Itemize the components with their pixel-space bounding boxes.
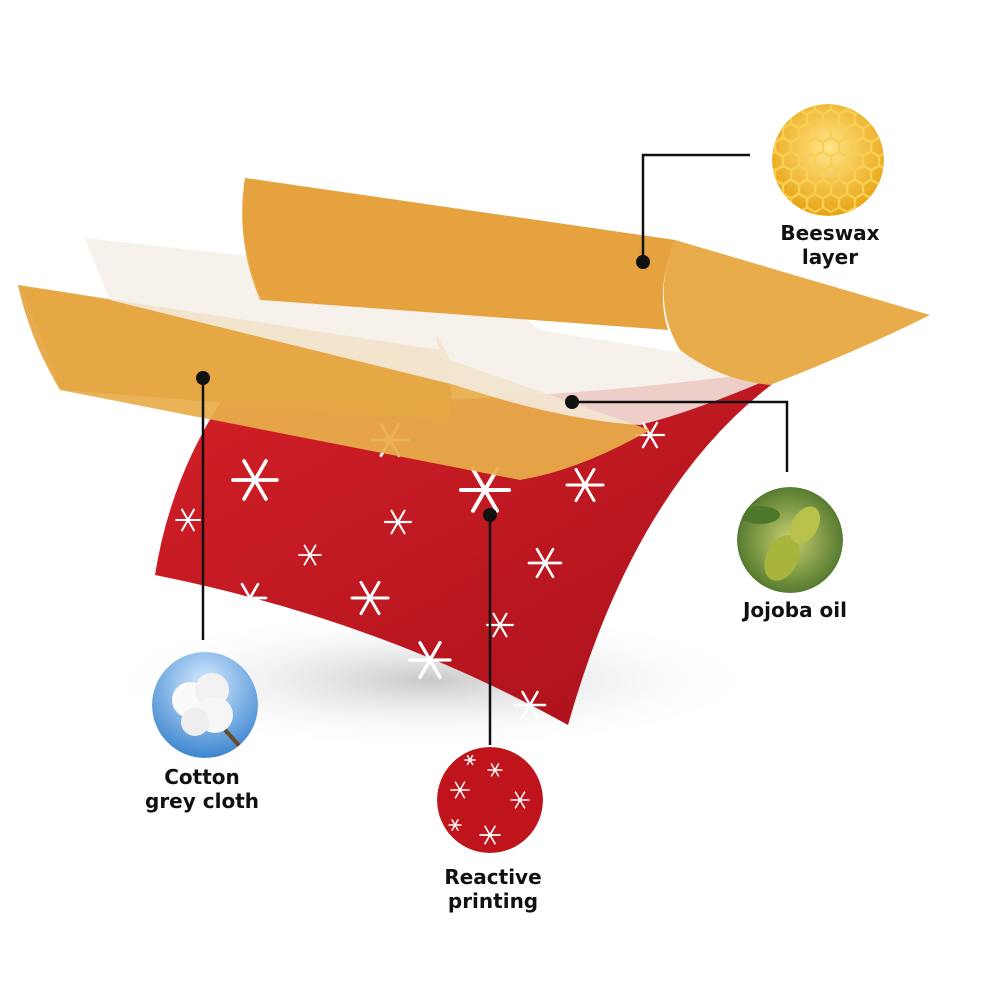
- snowflake-icon: [510, 791, 530, 809]
- front-wax-curl: [18, 285, 452, 420]
- snowflake-icon: [527, 547, 563, 579]
- printed-fabric-layer: [155, 368, 795, 725]
- cotton-label: Cotton grey cloth: [102, 765, 302, 813]
- cotton-boll-icon: [152, 652, 258, 758]
- jojoba-label: Jojoba oil: [695, 598, 895, 622]
- beeswax-label-line1: Beeswax: [780, 221, 880, 245]
- snowflake-icon: [450, 781, 470, 799]
- back-wax-curl: [242, 178, 675, 330]
- snowflake-icon: [175, 508, 201, 532]
- snowflake-icon: [464, 754, 476, 766]
- snowflake-icon: [565, 467, 605, 503]
- cotton-label-line1: Cotton: [164, 765, 240, 789]
- jojoba-marker: [565, 395, 579, 409]
- honeycomb-icon: [772, 104, 884, 216]
- beeswax-label: Beeswax layer: [730, 221, 930, 269]
- jojoba-label-line1: Jojoba oil: [742, 598, 847, 622]
- snowflake-icon: [231, 459, 279, 501]
- snowflake-icon: [408, 641, 452, 679]
- cotton-label-line2: grey cloth: [145, 789, 259, 813]
- snowflake-icon: [634, 421, 666, 449]
- snowflake-icon: [479, 825, 501, 845]
- snowflake-fabric-icon: [437, 747, 543, 853]
- snowflake-icon: [232, 582, 268, 614]
- beeswax-marker: [636, 255, 650, 269]
- printing-label-line2: printing: [447, 889, 539, 913]
- cotton-marker: [196, 371, 210, 385]
- beeswax-label-line2: layer: [801, 245, 859, 269]
- printing-label: Reactive printing: [393, 865, 593, 913]
- snowflake-icon: [513, 690, 547, 720]
- snowflake-icon: [448, 819, 462, 831]
- jojoba-fruit-icon: [737, 487, 843, 593]
- leader-lines: [201, 153, 789, 745]
- snowflake-icon: [350, 580, 390, 616]
- printing-marker: [483, 508, 497, 522]
- snowflake-icon: [383, 509, 413, 535]
- printing-label-line1: Reactive: [444, 865, 542, 889]
- fabric-shadow: [100, 610, 760, 750]
- snowflake-icon: [487, 763, 503, 777]
- snowflake-icon: [298, 544, 322, 566]
